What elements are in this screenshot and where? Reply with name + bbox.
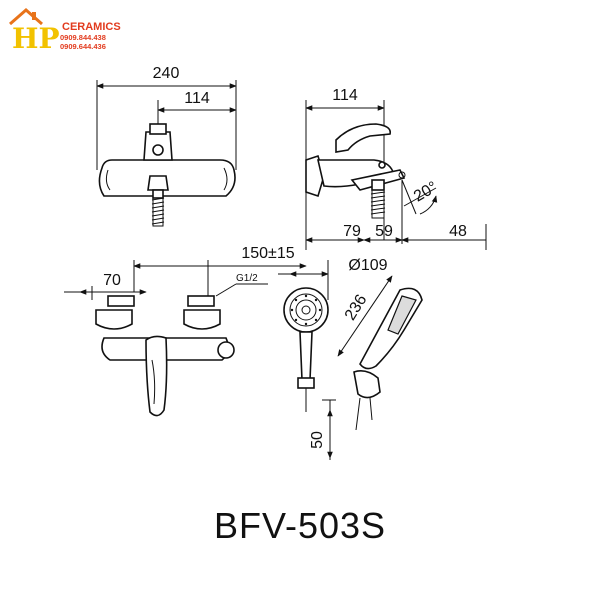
- dim-79: 79: [343, 223, 361, 240]
- brand-logo: HP CERAMICS 0909.844.438 0909.644.436: [4, 4, 122, 54]
- side-view: 114 20° 79 59 48: [305, 87, 487, 250]
- dim-109: Ø109: [348, 257, 387, 274]
- thread-label: G1/2: [236, 273, 258, 284]
- logo-brand: CERAMICS: [62, 21, 121, 33]
- dim-150: 150±15: [241, 245, 294, 262]
- house-chimney-icon: [32, 12, 36, 20]
- handshower-side: 236: [337, 275, 423, 431]
- nozzles: [290, 294, 322, 326]
- logo-phone-2: 0909.644.436: [60, 42, 106, 51]
- dim-236: 236: [342, 292, 371, 324]
- dim-114-side: 114: [332, 87, 358, 104]
- dim-50: 50: [309, 431, 326, 449]
- dim-48: 48: [449, 223, 467, 240]
- dim-59: 59: [375, 223, 393, 240]
- house-roof-icon: [9, 8, 43, 26]
- front-view: 150±15 70 G1/2: [64, 245, 307, 417]
- angle-label: 20°: [411, 179, 440, 206]
- top-view: 240 114: [96, 65, 237, 227]
- thread-top: [151, 197, 165, 225]
- handshower-front: Ø109 50: [278, 257, 388, 460]
- logo-letters: HP: [12, 22, 60, 54]
- logo-phone-1: 0909.844.438: [60, 33, 106, 42]
- dim-240: 240: [153, 65, 180, 82]
- model-number: BFV-503S: [213, 505, 387, 546]
- dim-70: 70: [103, 272, 121, 289]
- dim-114-top: 114: [184, 90, 210, 107]
